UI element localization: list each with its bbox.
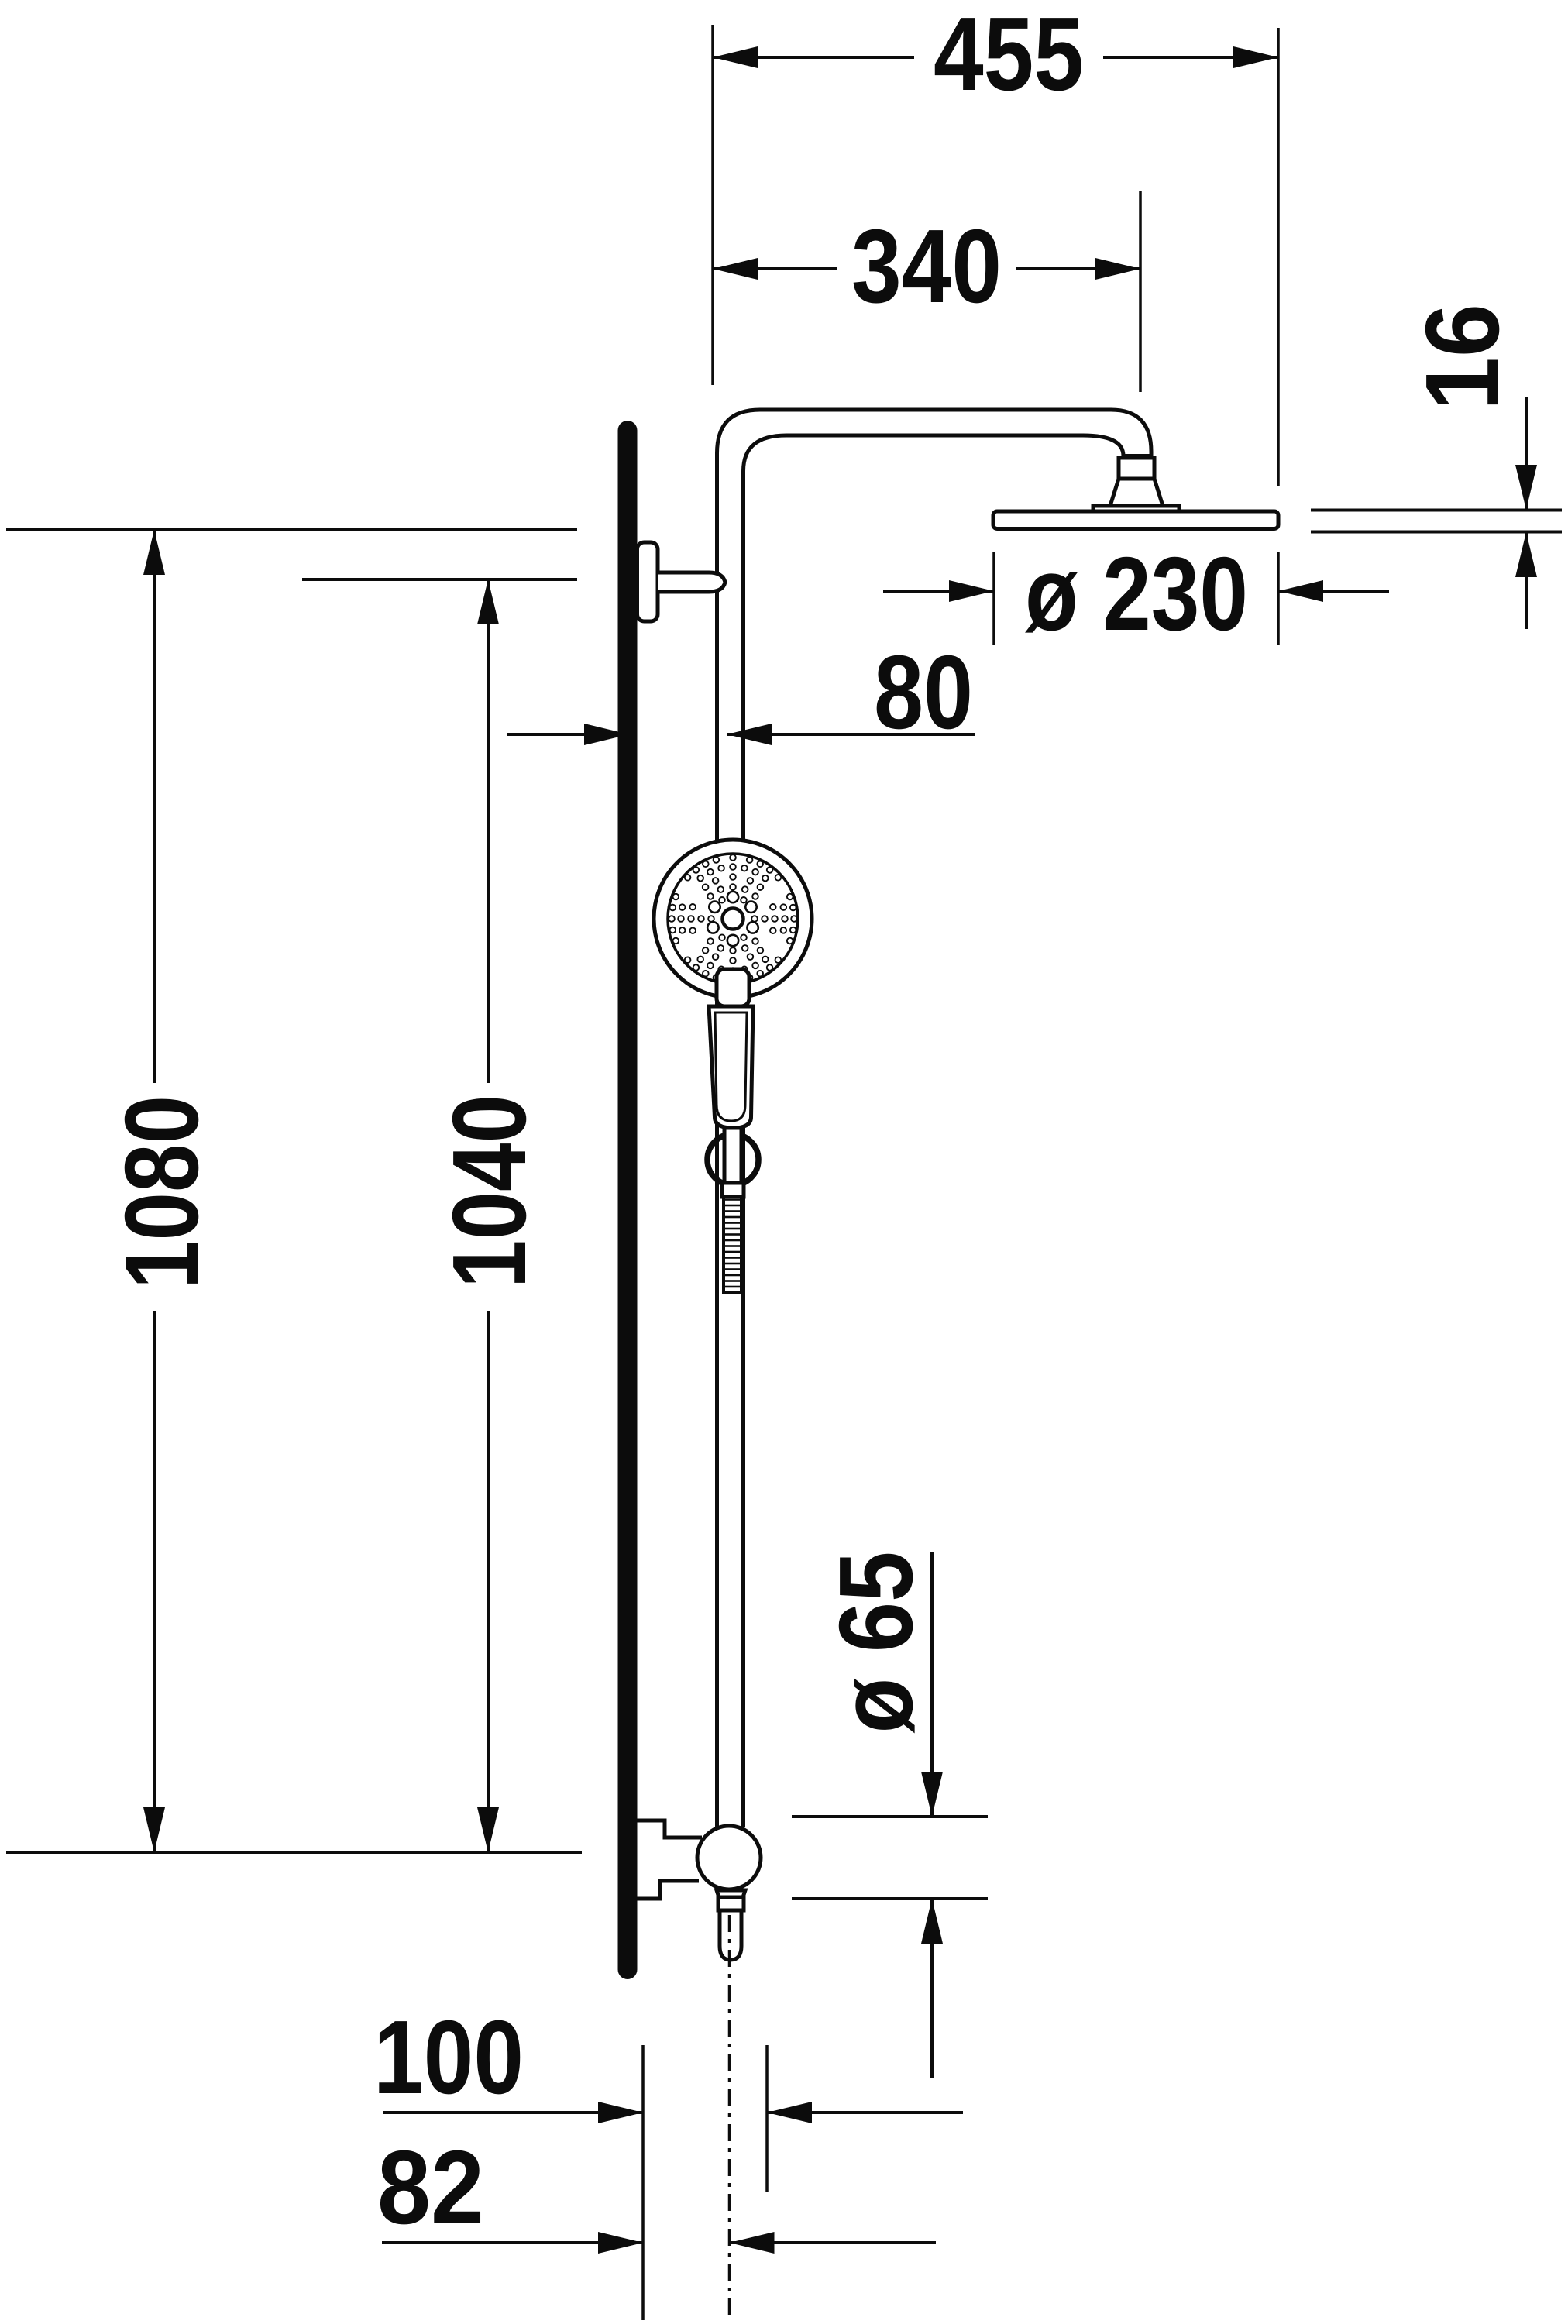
dim-head-diameter: ø 230 xyxy=(883,535,1389,652)
arrowhead-up xyxy=(477,579,499,624)
arrowhead-right xyxy=(1095,258,1140,280)
arm-outer-contour xyxy=(715,407,1154,1827)
nozzle-dots xyxy=(668,854,798,984)
dim-label-1040: 1040 xyxy=(431,1095,548,1288)
arrowhead-down xyxy=(477,1807,499,1852)
hand-shower-button xyxy=(714,967,751,1009)
dim-overall-height: 1080 xyxy=(6,528,582,1854)
arrowhead-up xyxy=(1515,532,1537,577)
diverter-bracket-bottom xyxy=(635,1879,699,1901)
head-connector-nut xyxy=(1116,456,1157,481)
wall-inlet xyxy=(635,540,727,624)
arrowhead-right-pointing xyxy=(598,2102,643,2123)
dim-arm-reach: 340 xyxy=(713,191,1142,392)
arrowhead-right xyxy=(1233,46,1278,68)
wall-rail-bar xyxy=(617,421,638,1979)
hand-shower xyxy=(652,837,814,1199)
head-connector-cone xyxy=(1107,476,1166,508)
dim-label-16: 16 xyxy=(1404,304,1521,411)
inlet-stub-pipe xyxy=(658,570,727,594)
shower-hose xyxy=(722,1195,743,1294)
arrowhead-left-pointing xyxy=(767,2102,812,2123)
inlet-escutcheon xyxy=(635,540,660,624)
dim-riser-offset: 80 xyxy=(507,634,975,751)
handle-inner-line xyxy=(714,1011,748,1122)
arrowhead-right-pointing xyxy=(598,2232,643,2254)
arrowhead-left xyxy=(713,258,758,280)
dim-label-455: 455 xyxy=(934,0,1084,112)
arrowhead-right-pointing xyxy=(584,724,629,745)
dim-outlet-diameter: ø 65 xyxy=(792,1552,988,2078)
diverter-ball xyxy=(695,1824,763,1892)
arm-inner-contour xyxy=(741,433,1126,1827)
diverter-bracket-top xyxy=(635,1818,702,1840)
arrowhead-left-pointing xyxy=(729,2232,775,2254)
arrowhead-left-pointing xyxy=(1278,580,1323,602)
arrowhead-down xyxy=(143,1807,165,1852)
outlet-nut xyxy=(716,1895,746,1913)
dim-inlet-height: 1040 xyxy=(302,578,577,1852)
nozzle-center-ring xyxy=(720,906,745,931)
hose-nut xyxy=(720,1181,746,1199)
arrowhead-right-pointing xyxy=(949,580,994,602)
dim-label-100: 100 xyxy=(373,1999,524,2116)
dim-outlet-axis-offset: 82 xyxy=(377,2129,936,2254)
arrowhead-up xyxy=(143,530,165,575)
dim-label-340: 340 xyxy=(851,208,1002,325)
dim-label-80: 80 xyxy=(874,634,973,751)
diverter-outlet xyxy=(635,1818,763,2318)
dim-plate-thickness: 16 xyxy=(1404,304,1537,629)
head-plate xyxy=(991,509,1281,531)
head-plane-lines xyxy=(1311,508,1562,534)
handle-outlet-stem xyxy=(722,1126,744,1188)
dim-overall-width: 455 xyxy=(711,0,1280,486)
overhead-shower xyxy=(991,456,1281,531)
hose-braided-section xyxy=(722,1195,743,1294)
arrowhead-up xyxy=(921,1899,943,1944)
arrowhead-left xyxy=(713,46,758,68)
dim-label-65: ø 65 xyxy=(817,1552,934,1734)
dim-label-230: ø 230 xyxy=(1025,535,1248,652)
arrowhead-down xyxy=(1515,465,1537,510)
dim-label-1080: 1080 xyxy=(103,1095,220,1289)
arrowhead-down xyxy=(921,1772,943,1817)
dim-outlet-projection: 100 xyxy=(373,1999,963,2320)
dim-label-82: 82 xyxy=(377,2129,484,2246)
arrowhead-left-pointing xyxy=(727,724,772,745)
